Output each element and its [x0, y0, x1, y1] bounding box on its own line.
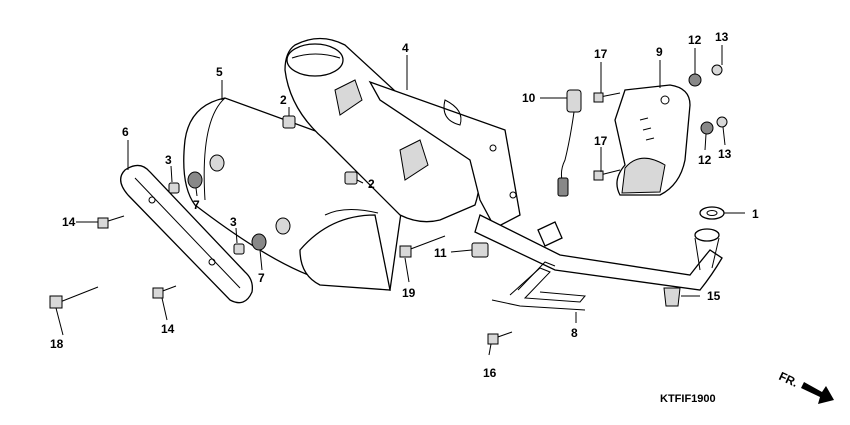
callout-7b: 7	[258, 271, 265, 285]
front-direction-indicator: FR.	[777, 369, 834, 404]
callout-labels: 1 2 2 3 3 4 5 6 7 7 8 9 10 11 12 12 13 1…	[50, 30, 759, 380]
callout-7a: 7	[193, 198, 200, 212]
callout-5: 5	[216, 65, 223, 79]
bolts	[49, 92, 621, 345]
leader-lines	[55, 45, 745, 356]
callout-17b: 17	[594, 134, 608, 148]
callout-17a: 17	[594, 47, 608, 61]
spring-clip	[491, 261, 586, 311]
callout-14a: 14	[62, 215, 76, 229]
callout-3b: 3	[230, 215, 237, 229]
o2-sensor	[557, 89, 582, 197]
callout-1: 1	[752, 207, 759, 221]
exhaust-pipe-assembly	[284, 37, 723, 291]
callout-11: 11	[434, 246, 447, 260]
callout-8: 8	[571, 326, 578, 340]
callout-14b: 14	[161, 322, 175, 336]
direction-label: FR.	[777, 369, 800, 390]
callout-4: 4	[402, 41, 409, 55]
callout-19: 19	[402, 286, 416, 300]
side-heat-guard	[614, 84, 691, 196]
callout-2a: 2	[280, 93, 287, 107]
callout-16: 16	[483, 366, 497, 380]
callout-6: 6	[122, 125, 129, 139]
callout-2b: 2	[368, 177, 375, 191]
callout-3a: 3	[165, 153, 172, 167]
callout-10: 10	[522, 91, 536, 105]
callout-13a: 13	[715, 30, 729, 44]
callout-13b: 13	[718, 147, 732, 161]
front-arrow-icon	[801, 382, 834, 404]
muffler-band	[120, 164, 253, 304]
callout-12b: 12	[698, 153, 712, 167]
callout-9: 9	[656, 45, 663, 59]
callout-18: 18	[50, 337, 64, 351]
callout-12a: 12	[688, 33, 702, 47]
gasket-and-bushings	[168, 64, 728, 307]
callout-15: 15	[707, 289, 721, 303]
diagram-code: KTFIF1900	[660, 393, 716, 405]
